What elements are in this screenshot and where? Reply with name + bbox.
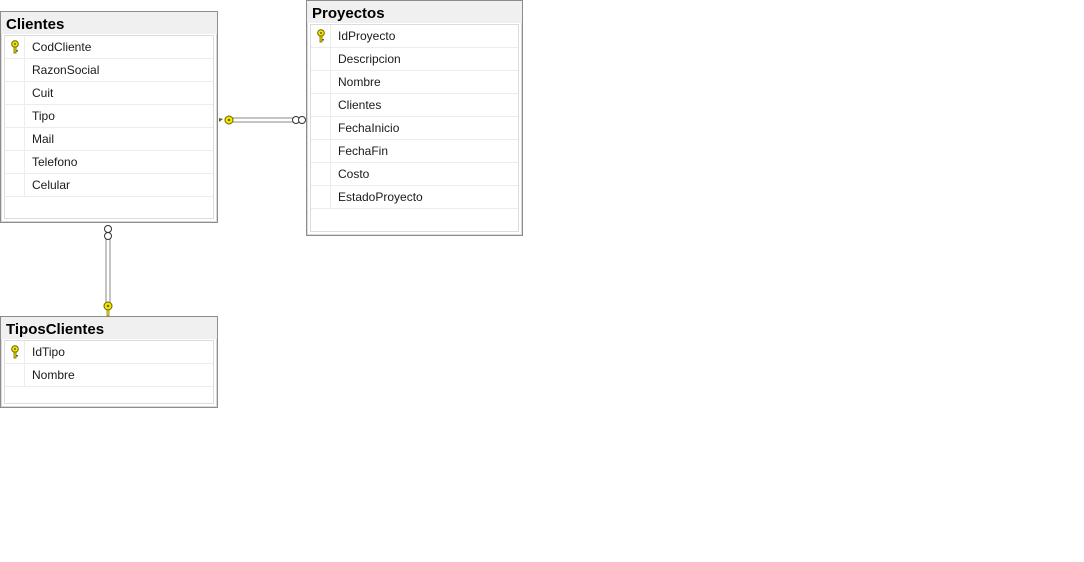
- row-selector[interactable]: [311, 71, 331, 93]
- table-tiposclientes[interactable]: TiposClientes IdTipo Nombre: [0, 316, 218, 408]
- primary-key-icon: [11, 40, 19, 54]
- row-selector[interactable]: [311, 117, 331, 139]
- column-row[interactable]: IdProyecto: [311, 25, 518, 48]
- column-name: Telefono: [32, 155, 78, 169]
- column-name: EstadoProyecto: [338, 190, 423, 204]
- row-selector[interactable]: [311, 94, 331, 116]
- column-name: FechaFin: [338, 144, 389, 158]
- column-name: RazonSocial: [32, 63, 100, 77]
- row-selector[interactable]: [5, 36, 25, 58]
- column-row[interactable]: Nombre: [311, 71, 518, 94]
- row-selector[interactable]: [5, 82, 25, 104]
- column-name: FechaInicio: [338, 121, 400, 135]
- column-name: Tipo: [32, 109, 55, 123]
- table-title[interactable]: Clientes: [1, 12, 217, 34]
- row-selector[interactable]: [311, 186, 331, 208]
- row-selector[interactable]: [311, 140, 331, 162]
- row-selector[interactable]: [311, 163, 331, 185]
- relationship-clientes-proyectos[interactable]: [218, 110, 308, 130]
- many-end-infinity-icon: [292, 116, 306, 124]
- row-selector[interactable]: [5, 59, 25, 81]
- table-title[interactable]: TiposClientes: [1, 317, 217, 339]
- column-name: Celular: [32, 178, 71, 192]
- column-row[interactable]: Cuit: [5, 82, 213, 105]
- column-row[interactable]: FechaFin: [311, 140, 518, 163]
- column-name: IdProyecto: [338, 29, 396, 43]
- column-name: Nombre: [338, 75, 381, 89]
- row-selector[interactable]: [5, 364, 25, 386]
- one-end-key-icon: [103, 301, 113, 317]
- column-row[interactable]: Descripcion: [311, 48, 518, 71]
- column-row[interactable]: EstadoProyecto: [311, 186, 518, 209]
- column-row[interactable]: CodCliente: [5, 36, 213, 59]
- column-list: CodCliente RazonSocial Cuit Tipo Mail Te…: [4, 35, 214, 219]
- column-row[interactable]: IdTipo: [5, 341, 213, 364]
- relationship-tiposclientes-clientes[interactable]: [98, 222, 118, 318]
- column-row[interactable]: Celular: [5, 174, 213, 197]
- many-end-infinity-icon: [104, 225, 112, 240]
- column-name: Clientes: [338, 98, 382, 112]
- column-row[interactable]: Clientes: [311, 94, 518, 117]
- one-end-key-icon: [219, 115, 234, 125]
- column-row[interactable]: Mail: [5, 128, 213, 151]
- row-selector[interactable]: [5, 151, 25, 173]
- row-selector[interactable]: [5, 128, 25, 150]
- column-name: Costo: [338, 167, 370, 181]
- primary-key-icon: [11, 345, 19, 359]
- table-title[interactable]: Proyectos: [307, 1, 522, 23]
- row-selector[interactable]: [311, 48, 331, 70]
- column-row[interactable]: RazonSocial: [5, 59, 213, 82]
- column-row[interactable]: FechaInicio: [311, 117, 518, 140]
- column-row[interactable]: Telefono: [5, 151, 213, 174]
- row-selector[interactable]: [5, 341, 25, 363]
- column-row[interactable]: Tipo: [5, 105, 213, 128]
- column-list: IdTipo Nombre: [4, 340, 214, 404]
- column-name: Descripcion: [338, 52, 401, 66]
- column-list: IdProyecto Descripcion Nombre Clientes F…: [310, 24, 519, 232]
- column-name: IdTipo: [32, 345, 65, 359]
- column-name: Nombre: [32, 368, 75, 382]
- column-name: Mail: [32, 132, 55, 146]
- column-row[interactable]: Nombre: [5, 364, 213, 387]
- primary-key-icon: [317, 29, 325, 43]
- row-selector[interactable]: [5, 105, 25, 127]
- row-selector[interactable]: [311, 25, 331, 47]
- table-clientes[interactable]: Clientes CodCliente RazonSocial: [0, 11, 218, 223]
- table-proyectos[interactable]: Proyectos IdProyecto Descripcion: [306, 0, 523, 236]
- row-selector[interactable]: [5, 174, 25, 196]
- column-name: Cuit: [32, 86, 54, 100]
- column-name: CodCliente: [32, 40, 92, 54]
- column-row[interactable]: Costo: [311, 163, 518, 186]
